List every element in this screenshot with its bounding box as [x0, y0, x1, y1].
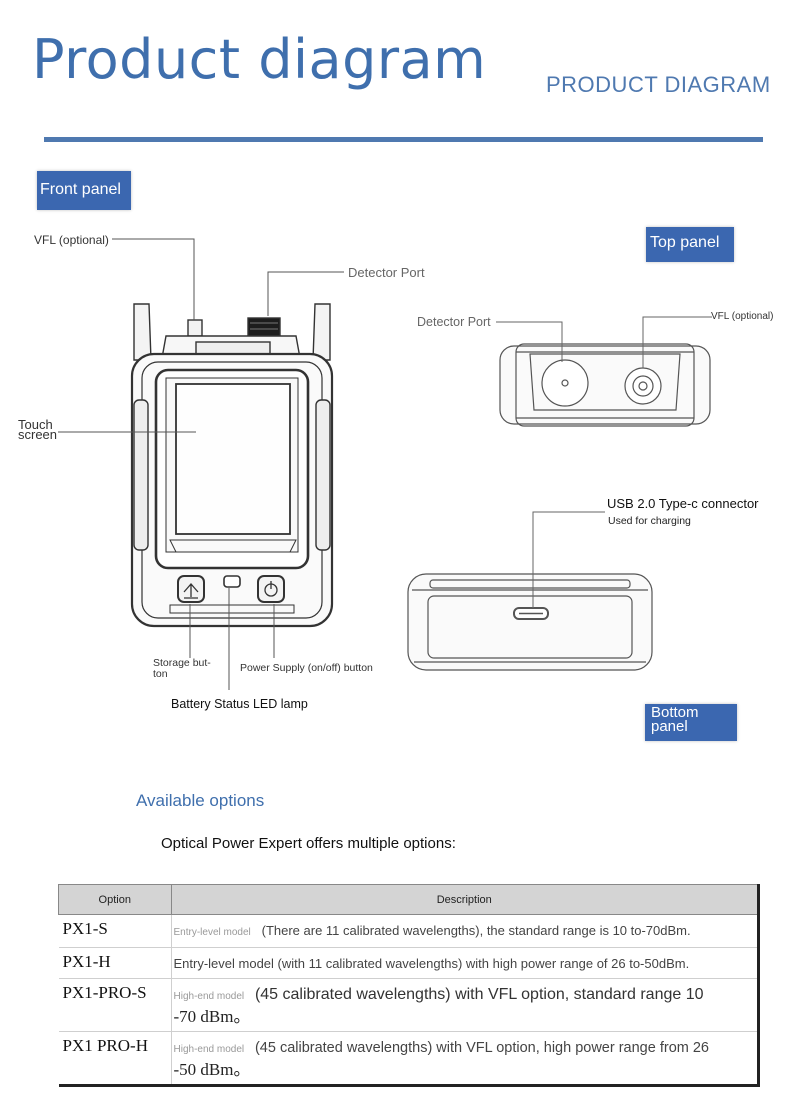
top-detector-port-label: Detector Port: [417, 315, 491, 329]
battery-led: [223, 575, 241, 588]
header-divider: [44, 137, 763, 142]
page-subtitle: PRODUCT DIAGRAM: [546, 72, 771, 97]
touch-screen: [175, 383, 291, 535]
detector-port-label: Detector Port: [348, 265, 425, 280]
option-description-line2: -50 dBm。: [173, 1060, 251, 1079]
battery-led-label: Battery Status LED lamp: [171, 697, 308, 711]
top-vfl-label: VFL (optional): [711, 311, 774, 322]
touch-screen-label: Touch screen: [18, 417, 58, 442]
usb-note-label: Used for charging: [608, 515, 691, 527]
bottom-panel-device: [407, 511, 653, 671]
table-row: PX1-H Entry-level model (with 11 calibra…: [58, 947, 759, 979]
option-name: PX1-PRO-S: [58, 978, 172, 1032]
table-row: PX1-S Entry-level model (There are 11 ca…: [58, 914, 759, 948]
option-description-line1: (45 calibrated wavelengths) with VFL opt…: [254, 986, 704, 1003]
bottom-panel-tag-line2: panel: [651, 718, 688, 735]
option-description: Entry-level model (There are 11 calibrat…: [171, 914, 759, 948]
touch-screen-label-line1: Touch: [18, 417, 53, 432]
options-intro: Optical Power Expert offers multiple opt…: [161, 835, 456, 852]
option-name: PX1-S: [58, 914, 172, 948]
option-description: Entry-level model (with 11 calibrated wa…: [171, 947, 759, 979]
top-vfl-port: [624, 367, 662, 405]
detector-port: [247, 317, 281, 337]
storage-button-label-line1: Storage but-: [153, 657, 211, 669]
option-name: PX1 PRO-H: [58, 1031, 172, 1086]
usb-label: USB 2.0 Type-c connector: [607, 496, 759, 511]
option-description-line1: (45 calibrated wavelengths) with VFL opt…: [254, 1040, 709, 1056]
bottom-panel-tag: Bottom panel: [645, 704, 737, 741]
column-header-description: Description: [170, 884, 759, 915]
option-description-line2: -70 dBm。: [173, 1007, 251, 1026]
bottom-panel-tag-line1: Bottom: [651, 704, 699, 721]
storage-button-label-line2: ton: [153, 668, 168, 680]
power-button-label: Power Supply (on/off) button: [240, 662, 373, 674]
front-panel-device: [130, 303, 334, 628]
option-level: High-end model: [173, 1044, 245, 1055]
option-description-text: (There are 11 calibrated wavelengths), t…: [261, 923, 691, 938]
option-description: High-end model (45 calibrated wavelength…: [171, 1031, 759, 1086]
table-row: PX1-PRO-S High-end model (45 calibrated …: [58, 978, 759, 1032]
vfl-label: VFL (optional): [34, 233, 109, 247]
option-description: High-end model (45 calibrated wavelength…: [171, 978, 759, 1032]
top-panel-tag: Top panel: [646, 227, 734, 262]
column-header-option: Option: [58, 884, 172, 915]
page-title: Product diagram: [32, 28, 487, 91]
device-diagram: [58, 238, 712, 690]
option-level: Entry-level model: [173, 927, 251, 938]
top-detector-port: [541, 359, 589, 407]
options-heading: Available options: [136, 791, 265, 810]
front-leader-lines: [58, 238, 344, 690]
vfl-port: [187, 319, 203, 337]
option-name: PX1-H: [58, 947, 172, 979]
top-panel-device: [496, 316, 712, 427]
table-row: PX1 PRO-H High-end model (45 calibrated …: [58, 1031, 759, 1086]
touch-screen-label-line2: screen: [18, 427, 58, 442]
options-table: Option Description PX1-S Entry-level mod…: [58, 884, 760, 1087]
front-panel-tag: Front panel: [37, 171, 131, 210]
options-table-header: Option Description: [58, 884, 759, 915]
storage-button-label: Storage but- ton: [153, 658, 211, 680]
option-level: High-end model: [173, 991, 245, 1002]
